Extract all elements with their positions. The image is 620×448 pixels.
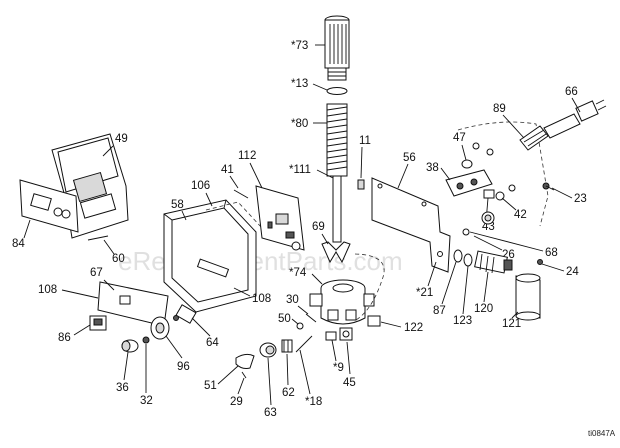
callout-96: 96 xyxy=(177,361,190,373)
part-80-spring[interactable] xyxy=(326,103,348,177)
callout-38: 38 xyxy=(426,162,439,174)
callout-86: 86 xyxy=(58,332,71,344)
part-30-pin[interactable] xyxy=(305,313,317,323)
callout-120: 120 xyxy=(474,303,493,315)
callout-45: 45 xyxy=(343,377,356,389)
callout-108-right: 108 xyxy=(252,293,271,305)
part-43-fitting[interactable] xyxy=(483,189,495,199)
callout-121: 121 xyxy=(502,318,521,330)
callout-29: 29 xyxy=(230,396,243,408)
callout-69: 69 xyxy=(312,221,325,233)
drawing-code: ti0847A xyxy=(588,429,616,438)
part-29-clip[interactable] xyxy=(241,371,247,379)
callout-64: 64 xyxy=(206,337,219,349)
part-64-connector[interactable] xyxy=(173,304,197,324)
part-122-plug[interactable] xyxy=(367,315,381,327)
part-9-gasket[interactable] xyxy=(325,331,337,341)
callout-60: 60 xyxy=(112,253,125,265)
callout-21: *21 xyxy=(416,287,433,299)
part-121-cover[interactable] xyxy=(515,273,541,321)
callout-63: 63 xyxy=(264,407,277,419)
callout-111: *111 xyxy=(289,164,311,176)
part-87-o-ring[interactable] xyxy=(453,249,463,263)
part-86-switch[interactable] xyxy=(89,315,107,331)
part-23-screw[interactable] xyxy=(542,182,555,191)
part-58-enclosure[interactable] xyxy=(163,199,257,313)
callout-112: 112 xyxy=(238,150,256,162)
callout-58: 58 xyxy=(171,199,184,211)
part-51-knob[interactable] xyxy=(235,353,255,369)
part-106-gasket[interactable] xyxy=(205,201,263,229)
part-60-screw[interactable] xyxy=(87,235,109,241)
callout-56: 56 xyxy=(403,152,416,164)
callout-23: 23 xyxy=(574,193,587,205)
callout-30: 30 xyxy=(286,294,299,306)
part-96-potentiometer[interactable] xyxy=(150,316,170,340)
part-36-knob[interactable] xyxy=(121,339,139,353)
callout-32: 32 xyxy=(140,395,153,407)
part-38-switch-assembly[interactable] xyxy=(445,169,493,197)
rear-plate-outline xyxy=(457,121,549,227)
part-45-fitting[interactable] xyxy=(339,327,353,341)
callout-106: 106 xyxy=(191,180,210,192)
callout-87: 87 xyxy=(433,305,446,317)
callout-47: 47 xyxy=(453,132,466,144)
callout-41: 41 xyxy=(221,164,234,176)
callout-13: *13 xyxy=(291,78,308,90)
callout-43: 43 xyxy=(482,221,495,233)
callout-108-left: 108 xyxy=(38,284,57,296)
callout-89: 89 xyxy=(493,103,506,115)
part-120-valve[interactable] xyxy=(474,250,513,274)
callout-123: 123 xyxy=(453,315,472,327)
part-111-shaft[interactable] xyxy=(332,175,342,243)
part-84-label[interactable] xyxy=(19,179,79,233)
part-68-o-ring[interactable] xyxy=(462,228,470,236)
part-89-strain-relief[interactable] xyxy=(519,125,549,151)
part-123-o-ring[interactable] xyxy=(463,253,473,267)
callout-42: 42 xyxy=(514,209,527,221)
part-66-power-cord[interactable] xyxy=(543,99,607,139)
part-47-washer[interactable] xyxy=(461,159,473,169)
callout-11: 11 xyxy=(359,135,371,147)
callout-122: 122 xyxy=(404,322,423,334)
part-24-screw[interactable] xyxy=(537,259,543,265)
part-26-connector[interactable] xyxy=(481,211,495,225)
callout-80: *80 xyxy=(291,118,308,130)
part-74-housing[interactable] xyxy=(309,279,375,325)
callout-68: 68 xyxy=(545,247,558,259)
callout-36: 36 xyxy=(116,382,129,394)
callout-9: *9 xyxy=(333,362,344,374)
callout-74: *74 xyxy=(289,267,307,279)
callout-50: 50 xyxy=(278,313,291,325)
part-11-pin[interactable] xyxy=(357,179,365,190)
watermark: eReplacementParts.com xyxy=(118,246,403,276)
part-62-fitting[interactable] xyxy=(281,339,293,353)
part-50-screw[interactable] xyxy=(296,322,304,330)
part-56-bracket[interactable] xyxy=(371,177,451,273)
part-41-screw[interactable] xyxy=(233,189,249,199)
callout-51: 51 xyxy=(204,380,217,392)
callout-24: 24 xyxy=(566,266,579,278)
callout-18: *18 xyxy=(305,396,322,408)
callout-84: 84 xyxy=(12,238,25,250)
callout-73: *73 xyxy=(291,40,308,52)
part-32-nut[interactable] xyxy=(142,336,150,344)
part-18-screw[interactable] xyxy=(295,335,313,353)
part-69-fork[interactable] xyxy=(321,241,351,264)
part-13-o-ring[interactable] xyxy=(326,87,348,95)
callout-49: 49 xyxy=(115,133,128,145)
part-63-cap[interactable] xyxy=(259,342,277,358)
callout-62: 62 xyxy=(282,387,295,399)
part-112-circuit-board[interactable] xyxy=(255,185,305,251)
callout-67: 67 xyxy=(90,267,103,279)
part-73-cylinder[interactable] xyxy=(324,15,350,81)
callout-66: 66 xyxy=(565,86,578,98)
